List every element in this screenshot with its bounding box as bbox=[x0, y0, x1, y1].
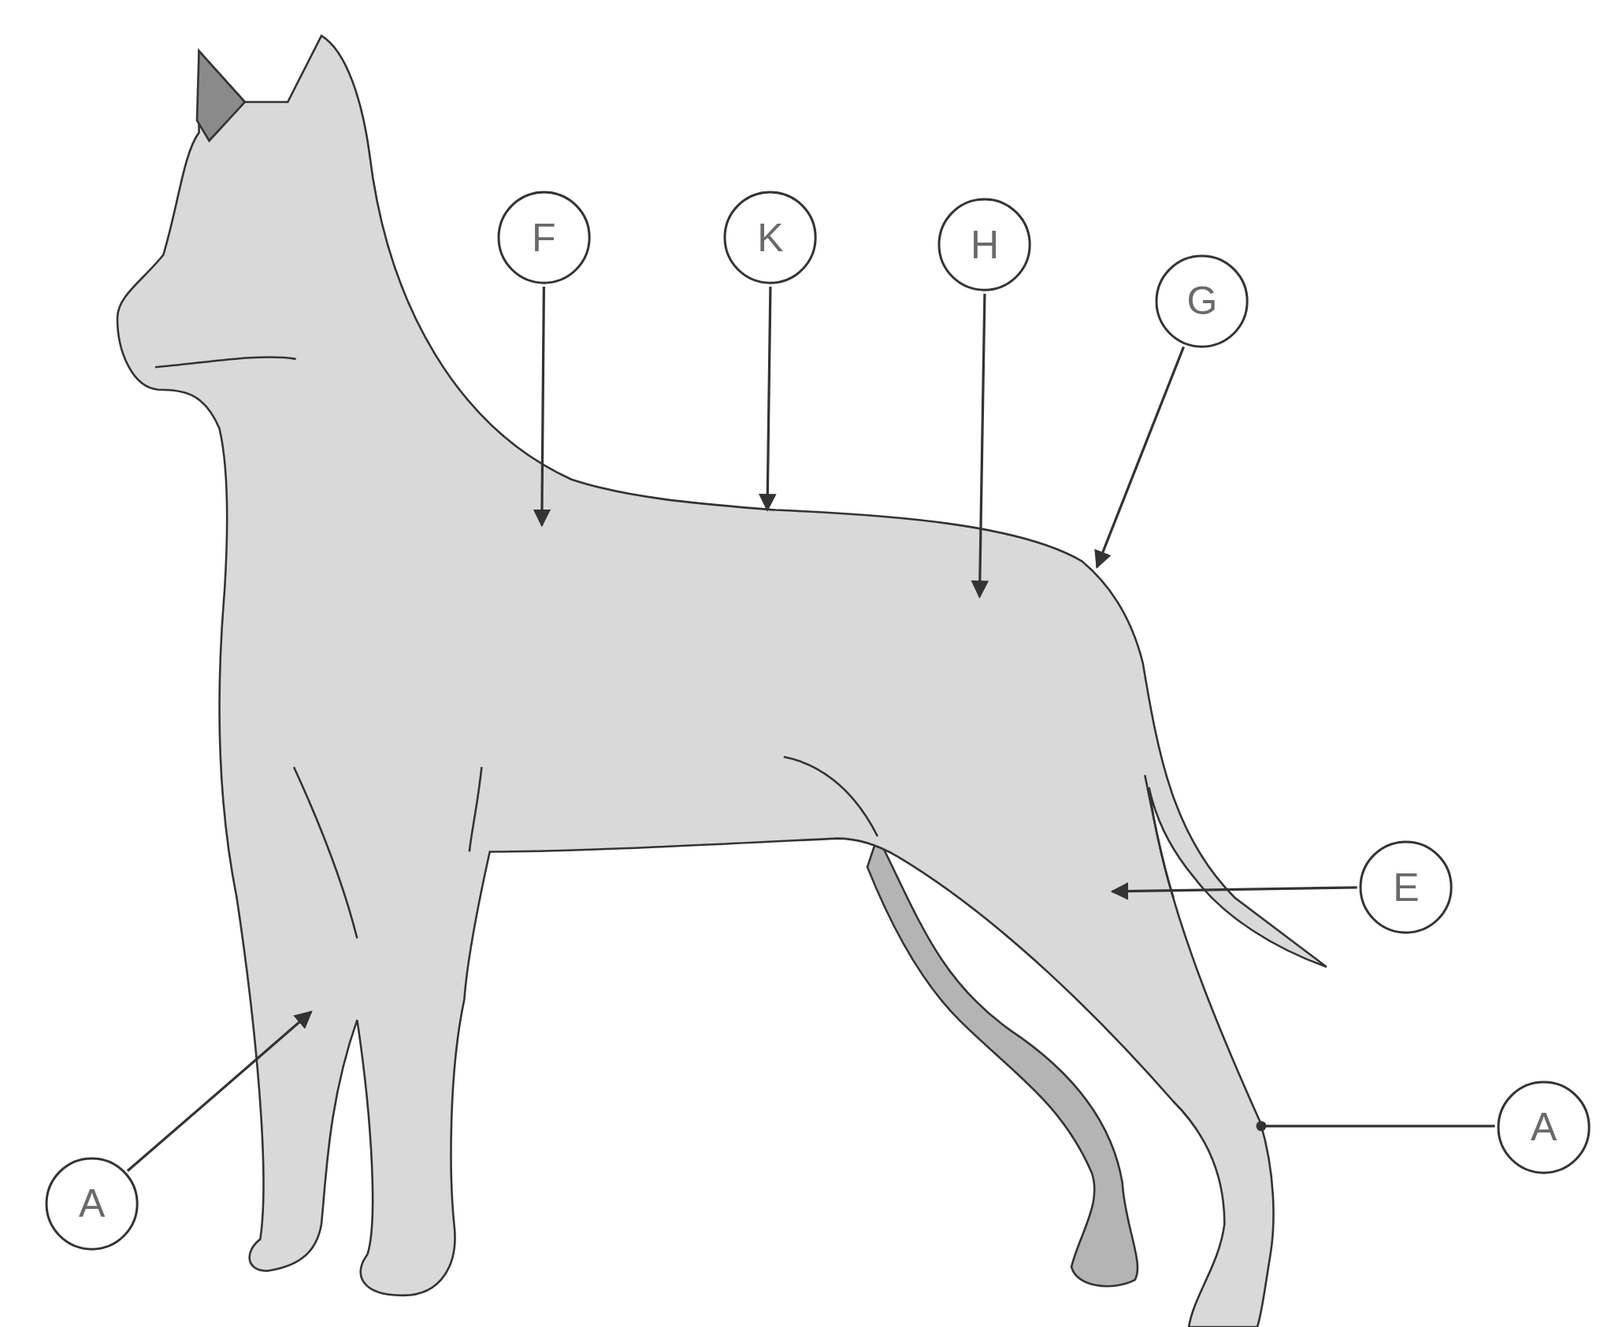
stifle-line bbox=[783, 757, 878, 837]
callout-letter: F bbox=[531, 218, 557, 258]
leader-line bbox=[1261, 1124, 1496, 1128]
leader-line bbox=[127, 1012, 312, 1172]
callout-letter: H bbox=[970, 225, 999, 265]
callout-letter: G bbox=[1186, 281, 1218, 321]
callout-circle: G bbox=[1154, 254, 1249, 349]
callout-circle: E bbox=[1358, 840, 1453, 935]
callout-letter: A bbox=[78, 1184, 105, 1224]
leg-line bbox=[293, 767, 357, 940]
mouth-line bbox=[155, 356, 297, 368]
callout-circle: A bbox=[44, 1157, 139, 1252]
callout-letter: E bbox=[1392, 868, 1419, 908]
dog-body bbox=[117, 35, 1327, 1327]
leader-line bbox=[1112, 887, 1358, 892]
callout-circle: A bbox=[1496, 1080, 1591, 1175]
elbow-line bbox=[469, 767, 483, 852]
callout-circle: F bbox=[497, 190, 591, 285]
leader-line bbox=[767, 286, 771, 511]
leader-line bbox=[541, 286, 545, 526]
dog-ear bbox=[196, 51, 246, 142]
leader-line bbox=[1096, 346, 1184, 568]
callout-circle: K bbox=[723, 190, 817, 285]
leader-line bbox=[979, 293, 984, 598]
callout-letter: A bbox=[1530, 1107, 1557, 1148]
callout-letter: K bbox=[757, 218, 784, 258]
hock-line bbox=[1144, 775, 1174, 898]
callout-circle: H bbox=[937, 197, 1032, 292]
leader-dot bbox=[1255, 1121, 1266, 1132]
